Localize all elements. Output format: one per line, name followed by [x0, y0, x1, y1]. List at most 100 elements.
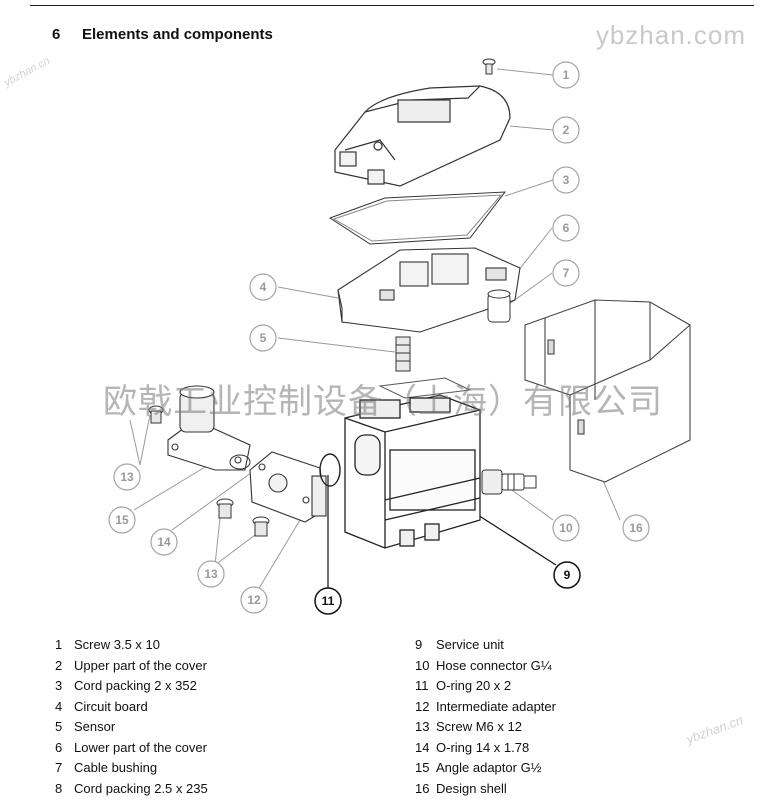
legend-number: 13 [415, 719, 430, 734]
legend-text: Angle adaptor G½ [436, 760, 542, 775]
callout-11-label: 11 [322, 594, 335, 608]
upper-cover-part [334, 85, 511, 187]
legend-text: Hose connector G¼ [436, 657, 552, 673]
callout-6-label: 6 [563, 221, 570, 235]
design-shell-part [524, 299, 691, 483]
legend-text: Circuit board [74, 698, 148, 714]
legend-item: 1 Screw 3.5 x 10 [55, 635, 208, 656]
callout-14-label: 14 [157, 535, 171, 549]
callout-3-label: 3 [563, 173, 570, 187]
legend-text: Service unit [436, 637, 504, 652]
callout-9: 9 [553, 561, 581, 589]
callout-13-top-label: 13 [120, 470, 134, 484]
circuit-board-part [337, 247, 521, 333]
legend-number: 6 [55, 739, 63, 755]
legend-item: 15 Angle adaptor G½ [415, 758, 556, 779]
legend-number: 14 [415, 739, 430, 755]
legend-text: O-ring 20 x 2 [436, 678, 512, 693]
screw-m6-bottom-part [216, 498, 270, 537]
legend-number: 15 [415, 760, 430, 775]
legend-item: 6 Lower part of the cover [55, 738, 208, 759]
callout-10: 10 [552, 514, 580, 542]
angle-adaptor-part [167, 385, 251, 471]
legend-text: Cable bushing [74, 760, 158, 775]
legend-item: 4 Circuit board [55, 697, 208, 718]
legend-number: 10 [415, 657, 430, 673]
callout-1: 1 [552, 61, 580, 89]
legend-item: 5 Sensor [55, 717, 208, 738]
legend-item: 7 Cable bushing [55, 758, 208, 779]
legend-text: Intermediate adapter [436, 698, 556, 714]
callout-3: 3 [552, 166, 580, 194]
callout-11: 11 [314, 587, 342, 615]
header-rule [30, 5, 754, 6]
legend-item: 3 Cord packing 2 x 352 [55, 676, 208, 697]
legend-number: 3 [55, 678, 63, 693]
legend-number: 7 [55, 760, 63, 775]
legend-number: 8 [55, 780, 63, 796]
legend-item: 9 Service unit [415, 635, 556, 656]
exploded-view-diagram: 1 2 3 4 5 6 7 9 11 12 13 13 [108, 58, 691, 615]
legend-text: Cord packing 2 x 352 [74, 678, 197, 693]
legend-item: 16 Design shell [415, 779, 556, 800]
callout-6: 6 [552, 214, 580, 242]
hose-connector-part [481, 469, 537, 495]
legend-number: 16 [415, 780, 430, 796]
legend-number: 12 [415, 698, 430, 714]
callout-12: 12 [240, 586, 268, 614]
cord-packing-part [328, 191, 507, 245]
cable-bushing-part [487, 289, 511, 323]
legend-number: 9 [415, 637, 423, 652]
callout-5: 5 [249, 324, 277, 352]
cord-packing-small-part [378, 377, 472, 399]
callout-13-top: 13 [113, 463, 141, 491]
callout-15-label: 15 [115, 513, 129, 527]
legend-text: Upper part of the cover [74, 657, 207, 673]
callout-4-label: 4 [260, 280, 267, 294]
callout-5-label: 5 [260, 331, 267, 345]
callout-7-label: 7 [563, 266, 570, 280]
watermark-middle: 欧戟工业控制设备（上海）有限公司 [103, 382, 663, 422]
legend-number: 4 [55, 698, 63, 714]
section-heading: 6 Elements and components [52, 26, 273, 43]
callout-10-label: 10 [559, 521, 573, 535]
section-title: Elements and components [82, 26, 273, 43]
sensor-part [395, 336, 411, 372]
legend-text: Cord packing 2.5 x 235 [74, 780, 208, 796]
legend-item: 8 Cord packing 2.5 x 235 [55, 779, 208, 800]
callout-13-bottom: 13 [197, 560, 225, 588]
legend-number: 5 [55, 719, 63, 734]
callout-1-label: 1 [563, 68, 570, 82]
service-unit-part [344, 394, 481, 549]
section-number: 6 [52, 26, 61, 43]
screw-part [482, 58, 496, 75]
watermark-bottom-right: ybzhan.cn [683, 712, 745, 747]
legend-item: 12 Intermediate adapter [415, 697, 556, 718]
legend-text: Screw M6 x 12 [436, 719, 522, 734]
legend-number: 11 [415, 678, 429, 693]
callout-16-label: 16 [629, 521, 643, 535]
callout-9-label: 9 [564, 568, 571, 582]
legend-text: Screw 3.5 x 10 [74, 637, 160, 652]
legend-text: Sensor [74, 719, 116, 734]
callout-4: 4 [249, 273, 277, 301]
legend-text: Design shell [436, 780, 507, 796]
legend-number: 1 [55, 637, 63, 652]
intermediate-adapter-part [249, 451, 327, 523]
callout-2: 2 [552, 116, 580, 144]
legend-text: Lower part of the cover [74, 739, 207, 755]
legend-text: O-ring 14 x 1.78 [436, 739, 530, 755]
callout-7: 7 [552, 259, 580, 287]
o-ring-14-part [229, 454, 251, 470]
callout-15: 15 [108, 506, 136, 534]
legend-item: 14 O-ring 14 x 1.78 [415, 738, 556, 759]
callout-12-label: 12 [247, 593, 261, 607]
callout-2-label: 2 [563, 123, 570, 137]
callout-16: 16 [622, 514, 650, 542]
legend-item: 11 O-ring 20 x 2 [415, 676, 556, 697]
legend-item: 13 Screw M6 x 12 [415, 717, 556, 738]
watermark-top: ybzhan.com [595, 20, 746, 50]
